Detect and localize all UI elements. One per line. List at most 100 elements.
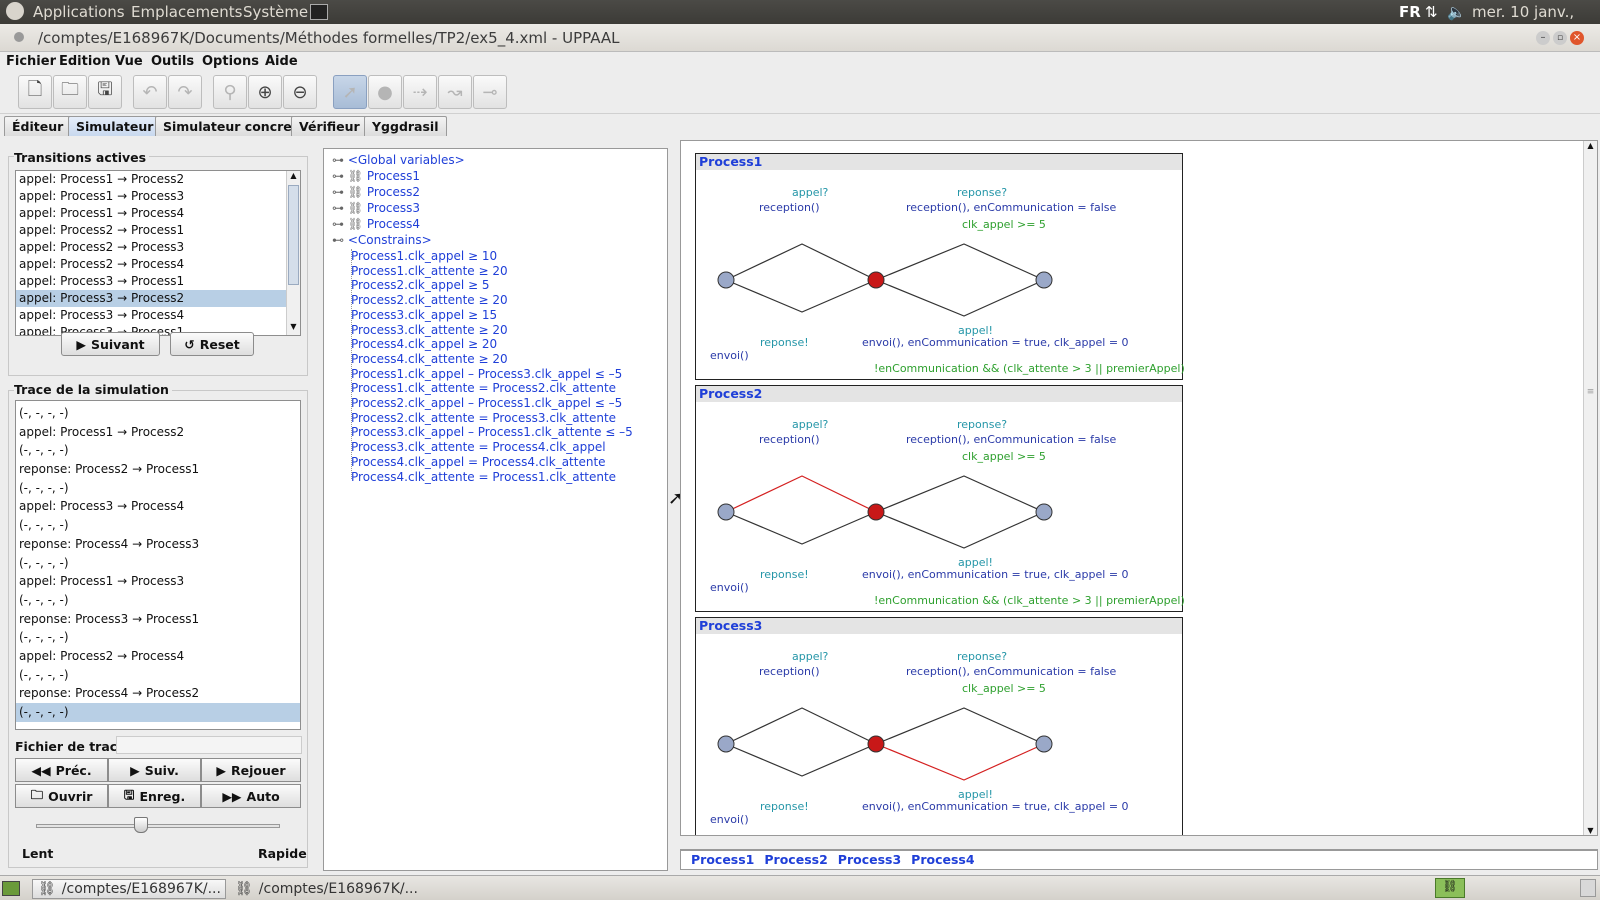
prev-button[interactable]: ◀◀Préc. — [15, 758, 108, 782]
label-appel-receive[interactable]: appel? — [792, 650, 829, 663]
scroll-up-icon[interactable]: ▲ — [290, 171, 297, 180]
diagram-scrollbar[interactable]: ▲ ≡ ▼ — [1583, 141, 1597, 835]
trace-item[interactable]: reponse: Process2 → Process1 — [19, 462, 200, 477]
label-envoi[interactable]: envoi() — [710, 581, 749, 594]
trace-item[interactable]: reponse: Process4 → Process3 — [19, 536, 200, 551]
constraint-item[interactable]: Process1.clk_attente = Process2.clk_atte… — [351, 381, 617, 396]
transition-item[interactable]: appel: Process3 → Process1 — [19, 274, 185, 288]
label-envoi[interactable]: envoi() — [710, 813, 749, 826]
trace-item[interactable]: reponse: Process4 → Process2 — [19, 686, 200, 701]
edge-envoi[interactable] — [725, 743, 877, 777]
location-tool-icon[interactable]: ● — [368, 75, 402, 109]
transition-item[interactable]: appel: Process1 → Process3 — [19, 189, 185, 203]
transition-item[interactable]: appel: Process2 → Process3 — [19, 240, 185, 254]
reset-button[interactable]: ↺Reset — [170, 332, 254, 356]
trace-item[interactable]: appel: Process2 → Process4 — [19, 648, 185, 663]
constraint-item[interactable]: Process3.clk_appel – Process1.clk_attent… — [351, 425, 633, 440]
constraint-item[interactable]: Process4.clk_attente = Process1.clk_atte… — [351, 469, 617, 484]
constraint-item[interactable]: Process3.clk_attente ≥ 20 — [351, 322, 508, 337]
label-appel-receive[interactable]: appel? — [792, 418, 829, 431]
constraint-item[interactable]: Process1.clk_attente ≥ 20 — [351, 263, 508, 278]
trace-item[interactable]: appel: Process1 → Process3 — [19, 574, 185, 589]
edge-appel-receive[interactable] — [725, 243, 877, 281]
constraint-item[interactable]: Process2.clk_appel ≥ 5 — [351, 278, 490, 293]
trace-item[interactable]: (-, -, -, -) — [19, 592, 69, 607]
trace-item[interactable]: (-, -, -, -) — [19, 480, 69, 495]
scroll-up-icon[interactable]: ▲ — [1587, 141, 1594, 150]
tab-editor[interactable]: Éditeur — [4, 116, 72, 136]
constraint-item[interactable]: Process4.clk_attente ≥ 20 — [351, 351, 508, 366]
network-icon[interactable]: ⇅ — [1425, 3, 1438, 21]
edge-appel-receive[interactable] — [725, 707, 877, 745]
constraint-item[interactable]: Process2.clk_attente = Process3.clk_atte… — [351, 410, 617, 425]
edge-appel-send[interactable] — [875, 511, 1045, 549]
scroll-thumb[interactable] — [288, 185, 299, 285]
constraint-item[interactable]: Process1.clk_appel – Process3.clk_appel … — [351, 366, 623, 381]
constraint-item[interactable]: Process1.clk_appel ≥ 10 — [351, 249, 498, 263]
process-tab[interactable]: Process2 — [764, 852, 828, 867]
taskbar-item-2[interactable]: ⛓/comptes/E168967K/... — [235, 881, 418, 897]
label-reponse-send[interactable]: reponse! — [760, 568, 809, 581]
applications-menu[interactable]: Applications — [33, 3, 125, 21]
edge-appel-send[interactable] — [875, 279, 1045, 317]
branch-tool-icon[interactable]: ⇢ — [403, 75, 437, 109]
label-reception-update[interactable]: reception(), enCommunication = false — [906, 201, 1117, 214]
label-envoi-update[interactable]: envoi(), enCommunication = true, clk_app… — [862, 568, 1129, 581]
location-idle[interactable] — [717, 271, 735, 289]
process-tab[interactable]: Process3 — [837, 852, 902, 867]
label-appel-send[interactable]: appel! — [958, 324, 993, 337]
label-envoi-update[interactable]: envoi(), enCommunication = true, clk_app… — [862, 336, 1129, 349]
label-reception-update[interactable]: reception(), enCommunication = false — [906, 433, 1117, 446]
transition-item[interactable]: appel: Process1 → Process4 — [19, 206, 185, 220]
location-current[interactable] — [867, 735, 885, 753]
trace-item[interactable]: appel: Process1 → Process2 — [19, 424, 185, 439]
open-button[interactable]: 🗀Ouvrir — [15, 784, 108, 808]
edge-reception[interactable] — [875, 475, 1045, 513]
trace-item[interactable]: (-, -, -, -) — [19, 518, 69, 533]
trace-list[interactable]: (-, -, -, -) appel: Process1 → Process2 (-… — [15, 400, 301, 730]
tree-process3-node[interactable]: ⊶ ⛓ Process3 — [332, 201, 421, 215]
label-reception-update[interactable]: reception(), enCommunication = false — [906, 665, 1117, 678]
transition-item[interactable]: appel: Process2 → Process4 — [19, 257, 185, 271]
terminal-icon[interactable] — [310, 4, 328, 20]
tree-process4-node[interactable]: ⊶ ⛓ Process4 — [332, 217, 421, 231]
location-waiting[interactable] — [1035, 271, 1053, 289]
trace-item[interactable]: (-, -, -, -) — [19, 443, 69, 458]
location-idle[interactable] — [717, 735, 735, 753]
location-waiting[interactable] — [1035, 503, 1053, 521]
edge-tool-icon[interactable]: ↝ — [438, 75, 472, 109]
transition-item[interactable]: appel: Process3 → Process1 — [19, 325, 185, 336]
close-icon[interactable]: × — [1570, 31, 1584, 45]
tab-simulator[interactable]: Simulateur — [68, 116, 162, 136]
transition-item[interactable]: appel: Process3 → Process4 — [19, 308, 185, 322]
volume-icon[interactable]: 🔈 — [1447, 3, 1466, 21]
transition-item[interactable]: appel: Process2 → Process1 — [19, 223, 185, 237]
scroll-down-icon[interactable]: ▼ — [290, 322, 297, 331]
edge-envoi[interactable] — [725, 511, 877, 545]
label-reponse-send[interactable]: reponse! — [760, 800, 809, 813]
label-reception[interactable]: reception() — [759, 201, 820, 214]
label-appel-receive[interactable]: appel? — [792, 186, 829, 199]
location-current[interactable] — [867, 503, 885, 521]
tab-concrete-simulator[interactable]: Simulateur concret — [155, 116, 306, 136]
menu-file[interactable]: Fichier — [6, 54, 56, 69]
tab-verifier[interactable]: Vérifieur — [291, 116, 368, 136]
label-reponse-send[interactable]: reponse! — [760, 336, 809, 349]
speed-slider-track[interactable] — [36, 824, 280, 828]
edge-reception[interactable] — [875, 707, 1045, 745]
scrollbar[interactable]: ▲ ▼ — [286, 171, 300, 335]
ubuntu-logo-icon[interactable] — [6, 2, 24, 20]
label-guard-clk[interactable]: clk_appel >= 5 — [962, 682, 1046, 695]
label-reception[interactable]: reception() — [759, 433, 820, 446]
trace-item[interactable]: (-, -, -, -) — [19, 406, 69, 420]
menu-view[interactable]: Vue — [115, 54, 143, 69]
constraint-item[interactable]: Process2.clk_attente ≥ 20 — [351, 293, 508, 308]
maximize-icon[interactable]: ▫ — [1553, 31, 1567, 45]
trace-file-field[interactable] — [116, 736, 302, 754]
replay-button[interactable]: ▶Rejouer — [201, 758, 301, 782]
constraint-item[interactable]: Process4.clk_appel = Process4.clk_attent… — [351, 454, 606, 469]
trace-item[interactable]: (-, -, -, -) — [19, 555, 69, 570]
edge-appel-send[interactable] — [875, 743, 1045, 781]
places-menu[interactable]: Emplacements — [131, 3, 243, 21]
